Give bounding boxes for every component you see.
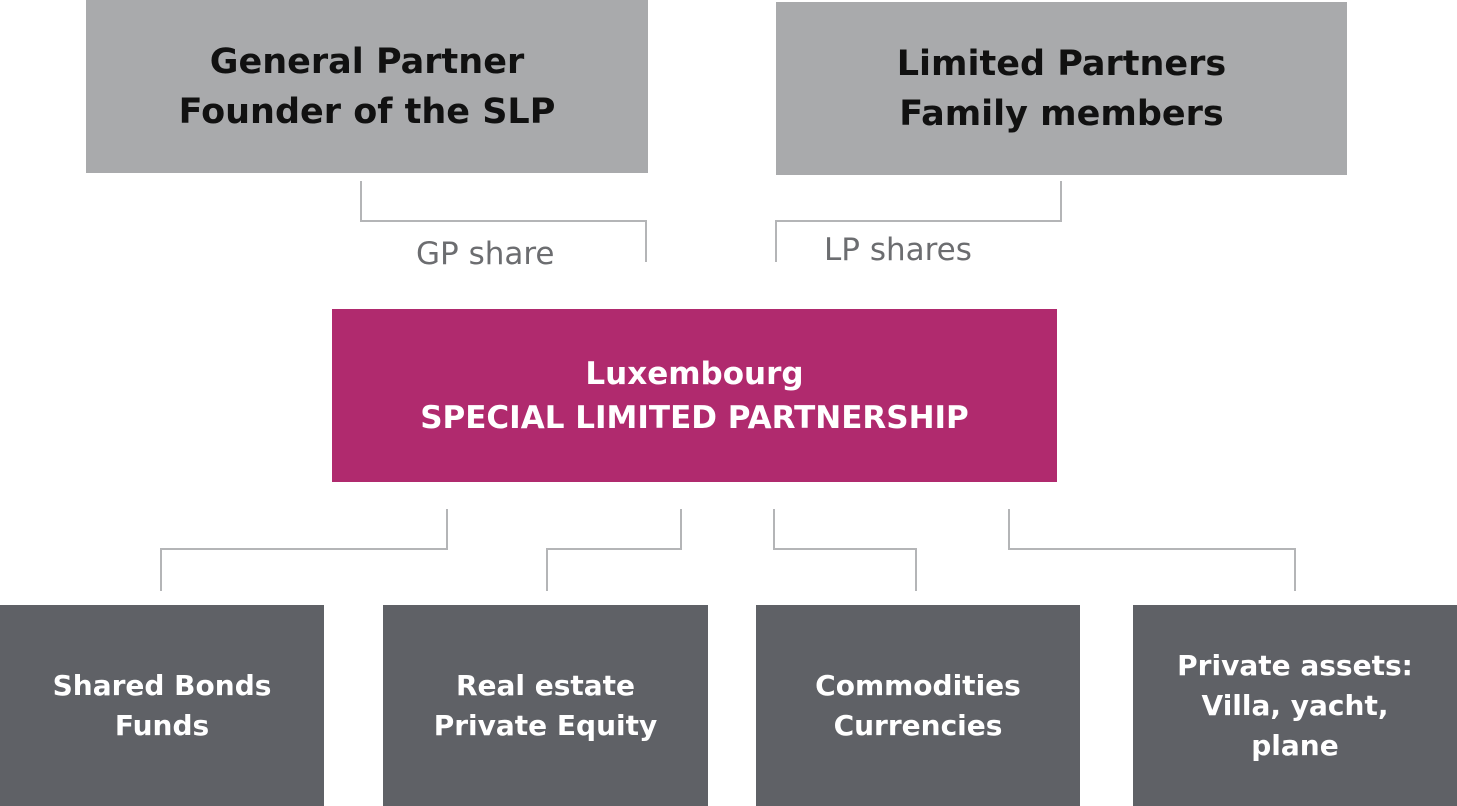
slp-box: Luxembourg SPECIAL LIMITED PARTNERSHIP <box>332 309 1057 482</box>
asset-label-line2: Private Equity <box>433 708 658 742</box>
connector-private-assets <box>1008 509 1296 591</box>
asset-label-line1: Private assets: <box>1177 648 1413 682</box>
limited-partners-title: Limited Partners <box>896 43 1227 84</box>
asset-label-line1: Real estate <box>455 668 636 702</box>
asset-label-line2: Currencies <box>833 708 1003 742</box>
slp-subtitle: SPECIAL LIMITED PARTNERSHIP <box>420 399 969 436</box>
connector-bonds <box>160 509 448 591</box>
lp-shares-label: LP shares <box>824 232 972 268</box>
asset-label-line3: plane <box>1251 728 1339 762</box>
connector-real-estate <box>546 509 682 591</box>
asset-box-real-estate-equity: Real estate Private Equity <box>383 605 708 806</box>
gp-share-connector <box>360 181 647 262</box>
asset-label-line2: Villa, yacht, <box>1201 688 1389 722</box>
lp-shares-connector <box>775 181 1062 262</box>
limited-partners-subtitle: Family members <box>899 93 1224 134</box>
asset-label-line1: Commodities <box>815 668 1021 702</box>
connector-commodities <box>773 509 917 591</box>
asset-box-commodities-currencies: Commodities Currencies <box>756 605 1080 806</box>
gp-share-label: GP share <box>416 236 555 272</box>
general-partner-subtitle: Founder of the SLP <box>178 91 556 132</box>
general-partner-title: General Partner <box>209 41 525 82</box>
asset-label-line2: Funds <box>114 708 210 742</box>
asset-box-bonds-funds: Shared Bonds Funds <box>0 605 324 806</box>
asset-box-private-assets: Private assets: Villa, yacht, plane <box>1133 605 1457 806</box>
limited-partners-box: Limited Partners Family members <box>776 2 1347 175</box>
asset-label-line1: Shared Bonds <box>52 668 272 702</box>
slp-title: Luxembourg <box>585 355 804 392</box>
general-partner-box: General Partner Founder of the SLP <box>86 0 648 173</box>
